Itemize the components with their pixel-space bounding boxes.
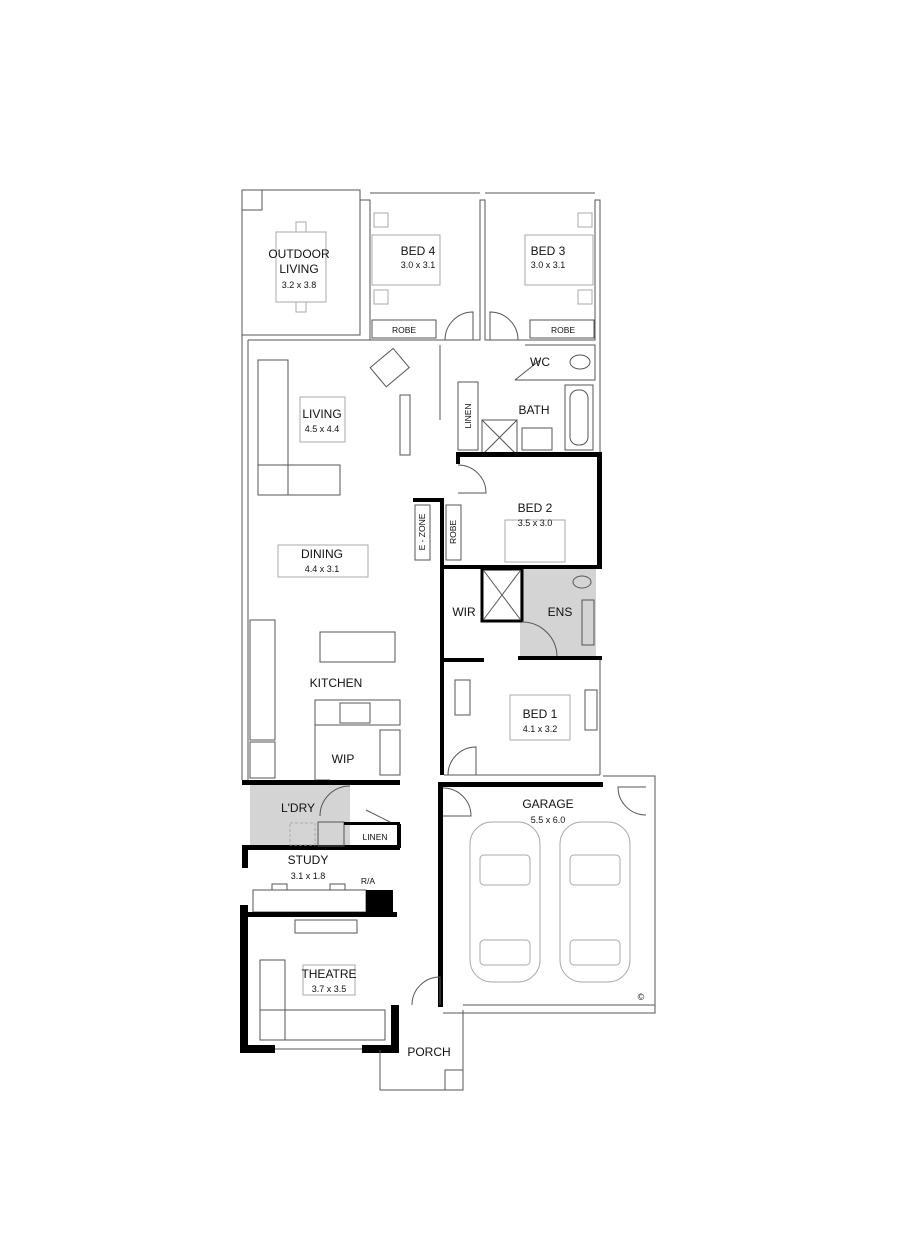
garage-side-door[interactable]: [617, 786, 647, 816]
exterior-outline: [241, 192, 601, 780]
outdoor-living-size: 3.2 x 3.8: [282, 280, 317, 290]
living-label: LIVING: [302, 407, 341, 421]
bed4-room: BED 4 3.0 x 3.1 ROBE: [371, 212, 474, 341]
bed1-door[interactable]: [447, 746, 477, 776]
garage-size: 5.5 x 6.0: [531, 815, 566, 825]
wir-ens: WIR ENS: [440, 565, 602, 775]
wet-areas-north: WC LINEN BATH: [457, 344, 596, 456]
front-door[interactable]: [411, 976, 441, 1006]
outdoor-living-label: OUTDOOR: [268, 247, 330, 261]
ens-label: ENS: [548, 605, 573, 619]
ezone-label: E - ZONE: [417, 513, 427, 550]
bed2-label: BED 2: [518, 501, 553, 515]
bed3-size: 3.0 x 3.1: [531, 260, 566, 270]
study: STUDY 3.1 x 1.8 R/A: [242, 848, 397, 917]
theatre-label: THEATRE: [301, 967, 356, 981]
robe4-label: ROBE: [392, 325, 416, 335]
dining-room: DINING 4.4 x 3.1: [277, 544, 369, 578]
outdoor-living-area: OUTDOOR LIVING 3.2 x 3.8: [241, 189, 361, 336]
car-icon: [469, 821, 541, 983]
dining-size: 4.4 x 3.1: [305, 564, 340, 574]
laundry: L'DRY LINEN: [242, 780, 401, 850]
ra-label: R/A: [361, 876, 376, 886]
living-room: LIVING 4.5 x 4.4: [257, 347, 411, 496]
bed3-room: BED 3 3.0 x 3.1 ROBE: [489, 212, 595, 341]
study-size: 3.1 x 1.8: [291, 871, 326, 881]
dining-label: DINING: [301, 547, 343, 561]
wip-label: WIP: [332, 752, 355, 766]
garage: GARAGE 5.5 x 6.0 ©: [438, 775, 656, 1014]
robe2-label: ROBE: [448, 520, 458, 544]
bed4-size: 3.0 x 3.1: [401, 260, 436, 270]
copyright-icon: ©: [638, 992, 645, 1002]
wir-label: WIR: [452, 605, 476, 619]
porch-label: PORCH: [407, 1045, 450, 1059]
bed2-size: 3.5 x 3.0: [518, 518, 553, 528]
bed3-label: BED 3: [531, 244, 566, 258]
outdoor-living-label-2: LIVING: [279, 262, 318, 276]
car-icon: [559, 821, 631, 983]
bed4-label: BED 4: [401, 244, 436, 258]
theatre: THEATRE 3.7 x 3.5: [240, 905, 441, 1053]
kitchen-label: KITCHEN: [310, 676, 363, 690]
theatre-size: 3.7 x 3.5: [312, 984, 347, 994]
laundry-label: L'DRY: [281, 801, 315, 815]
bed1-label: BED 1: [523, 707, 558, 721]
bath-label: BATH: [518, 403, 549, 417]
bed2-room: E - ZONE ROBE BED 2 3.5 x 3.0: [413, 452, 602, 568]
bed1-room: BED 1 4.1 x 3.2: [444, 658, 601, 776]
wc-label: WC: [530, 355, 550, 369]
porch: PORCH: [379, 1010, 464, 1091]
robe3-label: ROBE: [551, 325, 575, 335]
bed4-door[interactable]: [444, 311, 474, 341]
bed3-door[interactable]: [489, 311, 519, 341]
bed1-size: 4.1 x 3.2: [523, 724, 558, 734]
study-label: STUDY: [288, 853, 329, 867]
kitchen-area: KITCHEN WIP: [249, 619, 401, 781]
living-size: 4.5 x 4.4: [305, 424, 340, 434]
garage-internal-door[interactable]: [442, 787, 472, 817]
garage-label: GARAGE: [522, 797, 573, 811]
bed2-door[interactable]: [457, 464, 487, 494]
linen-hall-label: LINEN: [463, 403, 473, 428]
linen-laundry-label: LINEN: [362, 832, 387, 842]
